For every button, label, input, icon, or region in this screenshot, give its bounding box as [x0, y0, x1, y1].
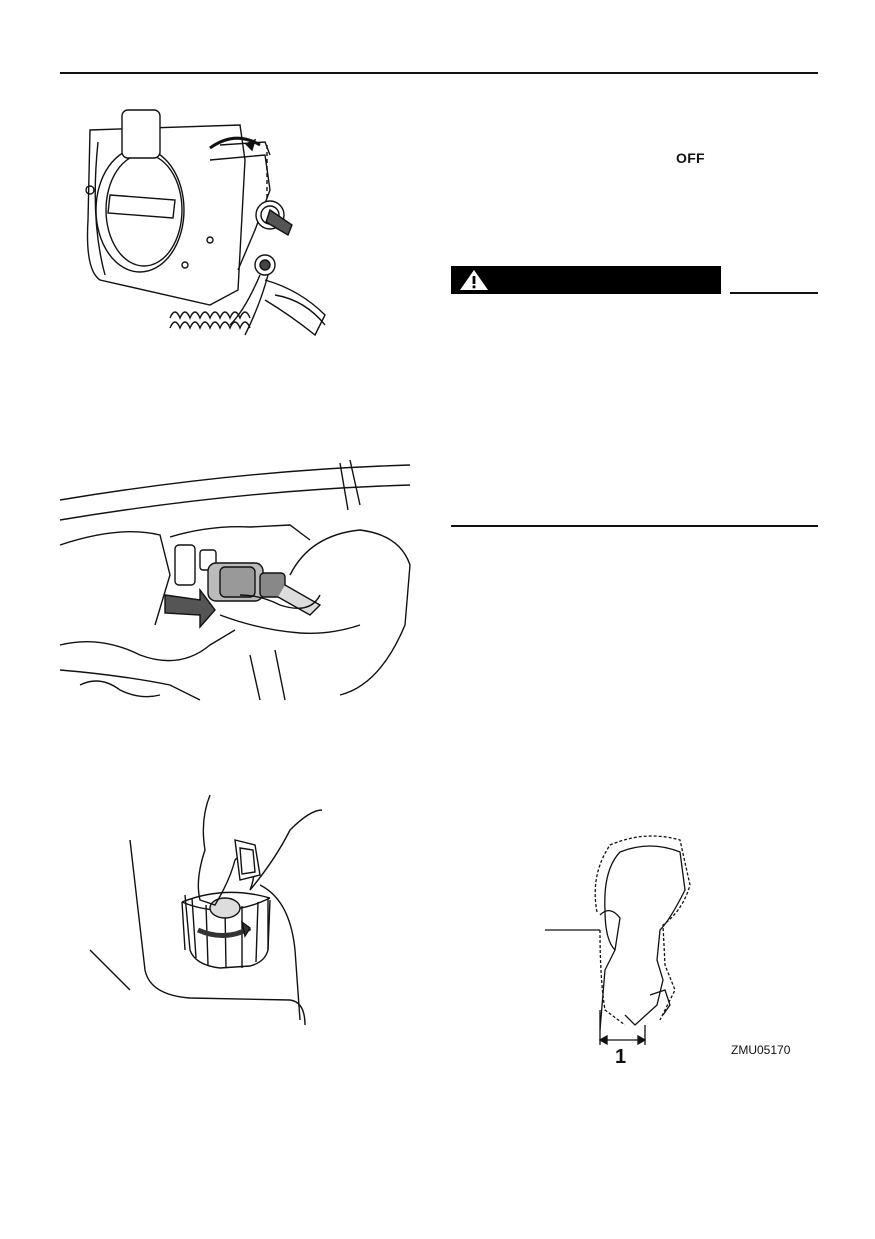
figure-code: ZMU05170 [731, 1043, 791, 1057]
warning-bar-rule [730, 292, 818, 294]
header-rule [60, 72, 818, 74]
outboard-trim-illustration [545, 835, 691, 1046]
fuel-tank-cap-illustration [89, 794, 323, 1026]
connector-disconnect-illustration [59, 459, 411, 701]
control-box-illustration [85, 109, 326, 337]
switch-position-label: OFF [676, 150, 705, 166]
callout-number: 1 [615, 1046, 627, 1068]
warning-header-bar [451, 266, 721, 294]
warning-triangle-icon [460, 270, 488, 290]
section-rule [451, 525, 818, 527]
